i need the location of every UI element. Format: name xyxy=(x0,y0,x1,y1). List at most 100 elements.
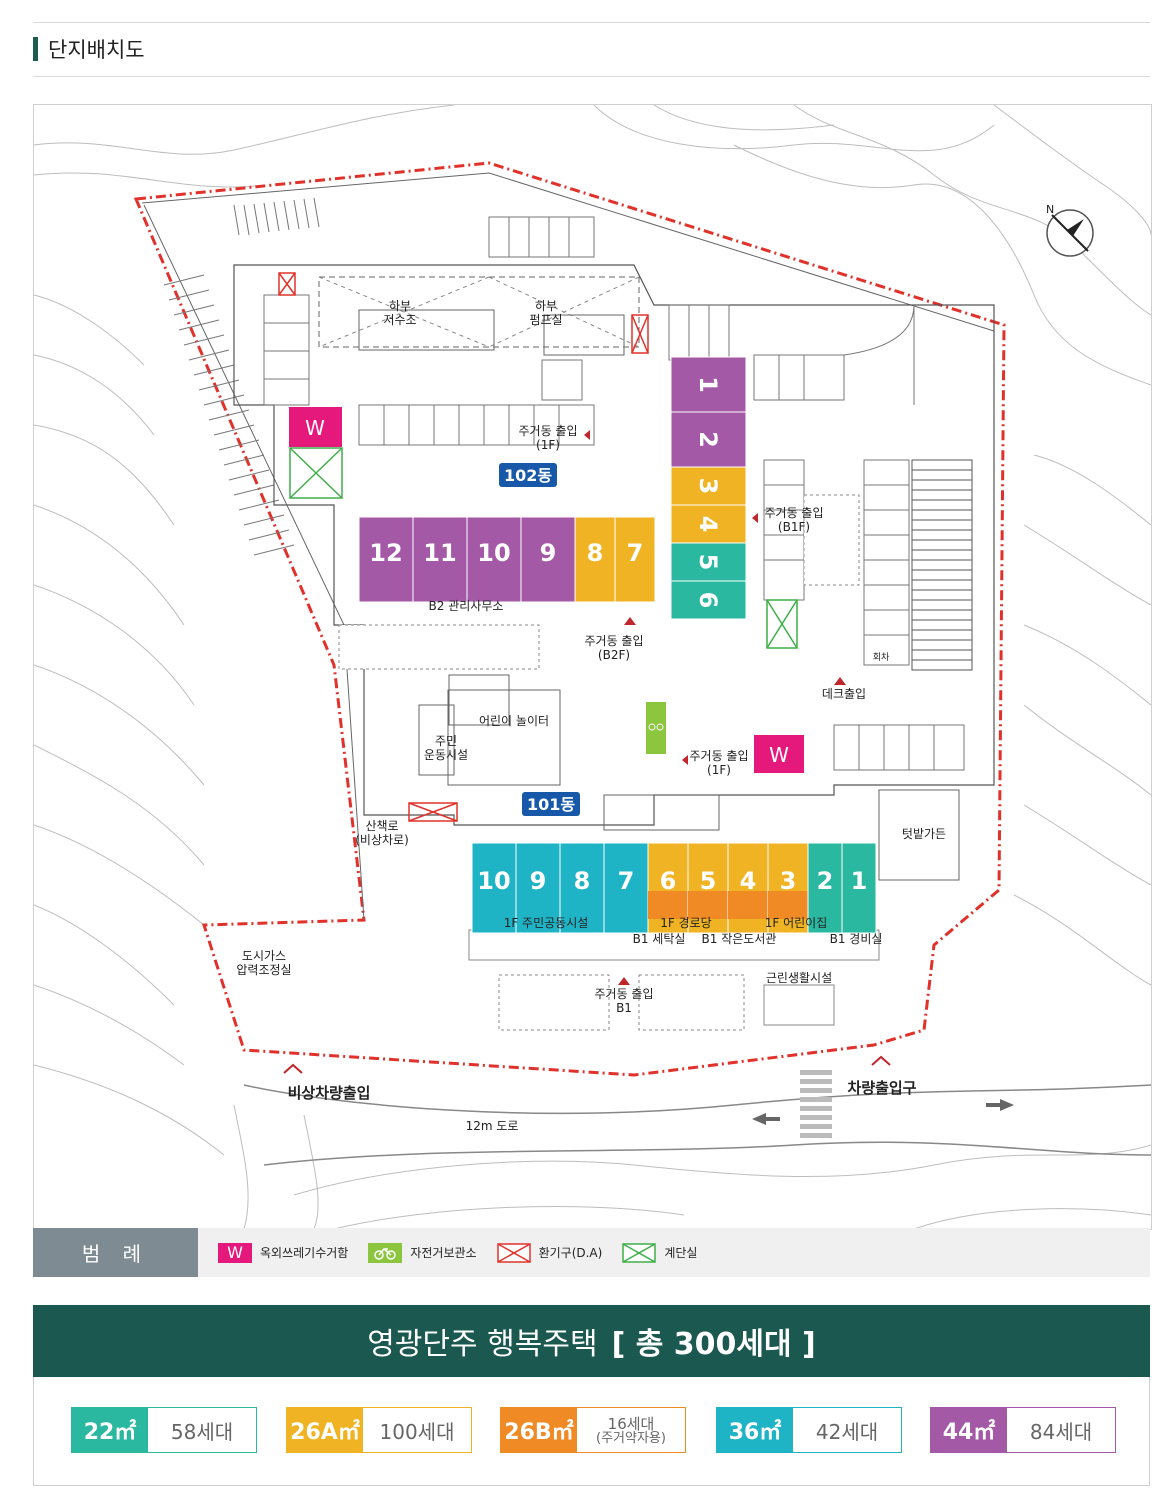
unit-102t-2: 2 xyxy=(670,411,747,468)
unit-size-44: 44㎡ xyxy=(931,1408,1007,1452)
west-slope-steps xyxy=(163,197,320,556)
waste-label-101: W xyxy=(769,743,789,767)
unit-101-4: 4 xyxy=(727,842,769,934)
unit-102-8: 8 xyxy=(574,516,616,603)
bldg101-label[interactable]: 101동 xyxy=(522,792,580,816)
crosswalk xyxy=(800,1070,832,1138)
unit-type-44: 44㎡ 84세대 xyxy=(930,1407,1116,1453)
map-label-entry102_1f: 주거동 출입(1F) xyxy=(518,424,577,452)
unit-type-22: 22㎡ 58세대 xyxy=(71,1407,257,1453)
unit-102t-num: 1 xyxy=(694,376,722,393)
unit-size-26b: 26B㎡ xyxy=(501,1408,577,1452)
unit-102-9: 9 xyxy=(520,516,576,603)
unit-102-num: 9 xyxy=(540,539,557,567)
unit-102t-3: 3 xyxy=(670,466,747,506)
waste-label-102: W xyxy=(305,416,325,440)
unit-102t-6: 6 xyxy=(670,580,747,620)
legend-item-bike: 자전거보관소 xyxy=(368,1242,477,1263)
unit-102t-1: 1 xyxy=(670,356,747,413)
waste-container-102[interactable]: W xyxy=(289,407,342,447)
unit-101-num: 2 xyxy=(817,867,834,895)
section-title: 단지배치도 xyxy=(48,38,145,62)
unit-101-num: 8 xyxy=(574,867,591,895)
unit-101-5: 5 xyxy=(687,842,729,934)
unit-101-1: 1 xyxy=(841,842,877,934)
unit-size-36: 36㎡ xyxy=(717,1408,793,1452)
legend-label-vent: 환기구(D.A) xyxy=(538,1246,603,1260)
unit-count-22: 58세대 xyxy=(148,1408,256,1452)
top-divider xyxy=(33,22,1150,23)
map-label-laundry: B1 세탁실 xyxy=(633,932,686,946)
unit-size-26a: 26A㎡ xyxy=(287,1408,363,1452)
summary-title: 영광단주 행복주택 xyxy=(367,1327,598,1362)
unit-101-num: 5 xyxy=(700,867,717,895)
unit-102-num: 12 xyxy=(369,539,402,567)
unit-101-num: 4 xyxy=(740,867,757,895)
map-label-entry102_b2f: 주거동 출입(B2F) xyxy=(584,634,643,662)
waste-icon: W xyxy=(218,1242,252,1263)
map-label-road: 12m 도로 xyxy=(466,1119,519,1133)
bldg102-text: 102동 xyxy=(504,466,552,485)
map-label-senior: 1F 경로당 xyxy=(660,916,711,930)
bike-storage[interactable] xyxy=(646,702,666,754)
unit-102-12: 12 xyxy=(358,516,414,603)
unit-101-6: 6 xyxy=(647,842,689,934)
legend-label-bike: 자전거보관소 xyxy=(410,1246,477,1260)
unit-count-26a: 100세대 xyxy=(363,1408,471,1452)
map-label-retail: 근린생활시설 xyxy=(766,971,832,985)
road-edge-south xyxy=(263,1141,1151,1166)
legend-item-waste: W 옥외쓰레기수거함 xyxy=(218,1242,349,1263)
section-accent-bar xyxy=(33,37,38,61)
unit-type-26b: 26B㎡ 16세대 (주거약자용) xyxy=(500,1407,686,1453)
unit-102t-5: 5 xyxy=(670,542,747,582)
unit-101-8: 8 xyxy=(559,842,605,934)
east-ramp xyxy=(911,459,973,671)
map-label-walkway: 산책로(비상차로) xyxy=(355,818,409,847)
unit-101-num: 6 xyxy=(660,867,677,895)
map-label-guard: B1 경비실 xyxy=(830,932,883,946)
map-label-daycare: 1F 어린이집 xyxy=(765,916,828,930)
legend-item-vent: 환기구(D.A) xyxy=(496,1242,603,1263)
road-edge-north xyxy=(243,1084,1151,1115)
legend-label-waste: 옥외쓰레기수거함 xyxy=(260,1246,349,1260)
unit-102t-num: 6 xyxy=(694,592,722,609)
map-label-garden: 텃밭가든 xyxy=(902,827,946,841)
unit-102-num: 10 xyxy=(477,539,510,567)
vent-icon xyxy=(496,1242,531,1263)
bldg101-text: 101동 xyxy=(527,795,575,814)
bldg102-label[interactable]: 102동 xyxy=(499,463,557,487)
unit-102-num: 8 xyxy=(587,539,604,567)
unit-102t-num: 2 xyxy=(694,431,722,448)
emergency-gate-marker xyxy=(283,1063,303,1074)
stair-markers xyxy=(289,447,798,649)
summary-total: [ 총 300세대 ] xyxy=(611,1327,816,1362)
map-label-deck_exit: 데크출입 xyxy=(822,687,866,701)
waste-container-101[interactable]: W xyxy=(754,735,804,773)
unit-type-26a: 26A㎡ 100세대 xyxy=(286,1407,472,1453)
unit-101-num: 7 xyxy=(618,867,635,895)
unit-count-36: 42세대 xyxy=(793,1408,901,1452)
terrain-contours xyxy=(34,105,1151,1229)
unit-102t-num: 3 xyxy=(694,478,722,495)
unit-size-22: 22㎡ xyxy=(72,1408,148,1452)
unit-101-10: 10 xyxy=(471,842,517,934)
legend-item-stair: 계단실 xyxy=(622,1242,698,1263)
unit-102t-4: 4 xyxy=(670,504,747,544)
legend-label-stair: 계단실 xyxy=(664,1246,698,1260)
unit-101-num: 9 xyxy=(530,867,547,895)
unit-101-num: 1 xyxy=(851,867,868,895)
map-label-community: 1F 주민공동시설 xyxy=(504,916,589,930)
header-divider xyxy=(33,76,1150,77)
vent-markers xyxy=(278,272,649,822)
parking-stalls xyxy=(263,216,965,771)
map-label-tree_label: 회차 xyxy=(873,651,890,663)
summary-header: 영광단주 행복주택 [ 총 300세대 ] xyxy=(33,1305,1150,1377)
unit-count-36-text: 42세대 xyxy=(815,1419,879,1444)
unit-102-10: 10 xyxy=(466,516,522,603)
